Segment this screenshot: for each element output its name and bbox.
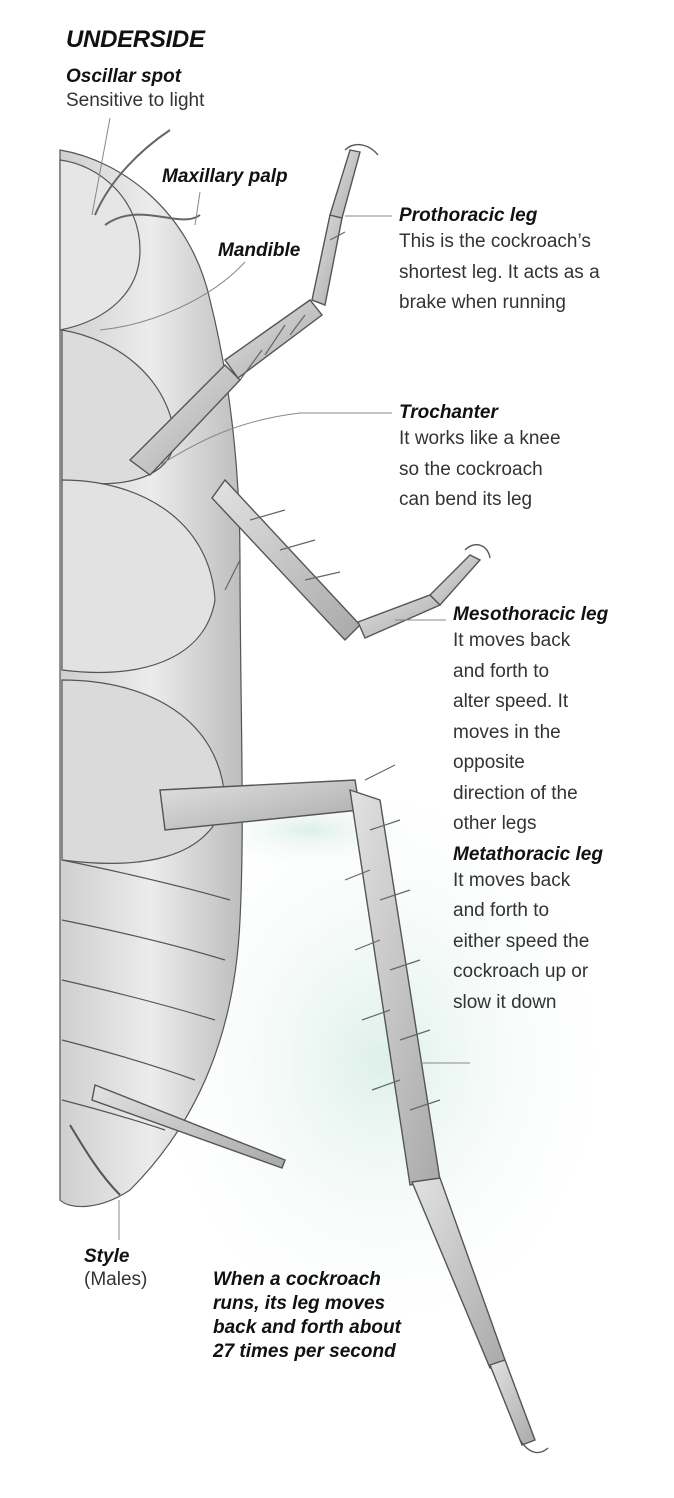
mesothoracic-leg-desc-6: direction of the bbox=[453, 782, 578, 804]
mesothoracic-leg-desc-5: opposite bbox=[453, 752, 525, 773]
trochanter-desc-3: can bend its leg bbox=[399, 489, 533, 510]
mandible-label: Mandible bbox=[218, 240, 301, 261]
metathoracic-leg-label: Metathoracic leg bbox=[453, 843, 603, 865]
mesothoracic-leg-desc-3: alter speed. It bbox=[453, 691, 569, 712]
antenna bbox=[94, 129, 201, 226]
metathoracic-leg-desc-2: and forth to bbox=[453, 900, 550, 921]
trochanter-desc-1: It works like a knee bbox=[399, 428, 561, 449]
mesothoracic-leg-desc-4: moves in the bbox=[453, 721, 561, 743]
page-title: UNDERSIDE bbox=[66, 26, 205, 53]
style-label: Style bbox=[84, 1246, 130, 1267]
prothoracic-leg-desc-1: This is the cockroach’s bbox=[399, 231, 591, 252]
trochanter-label: Trochanter bbox=[399, 402, 498, 423]
fact-line-2: runs, its leg moves bbox=[213, 1293, 386, 1314]
mesothoracic-leg-drawing bbox=[211, 478, 491, 642]
fact-line-1: When a cockroach bbox=[213, 1269, 381, 1290]
leg-spines bbox=[224, 231, 441, 1111]
fact-line-4: 27 times per second bbox=[213, 1341, 396, 1362]
trochanter-callout: Trochanter It works like a knee so the c… bbox=[399, 402, 561, 516]
prothoracic-leg-desc-3: brake when running bbox=[399, 292, 566, 313]
metathoracic-leg-desc-4: cockroach up or bbox=[453, 961, 589, 982]
mesothoracic-leg-callout: Mesothoracic leg It moves back and forth… bbox=[453, 604, 608, 1018]
oscillar-spot-callout: Oscillar spot Sensitive to light bbox=[66, 66, 204, 114]
prothoracic-leg-desc-2: shortest leg. It acts as a bbox=[399, 261, 600, 283]
mesothoracic-leg-label: Mesothoracic leg bbox=[453, 604, 609, 625]
prothoracic-leg-label: Prothoracic leg bbox=[399, 205, 538, 226]
metathoracic-leg-drawing bbox=[159, 779, 549, 1454]
metathoracic-leg-desc-5: slow it down bbox=[453, 991, 557, 1013]
fact-callout: When a cockroach runs, its leg moves bac… bbox=[213, 1268, 401, 1364]
metathoracic-leg-desc-3: either speed the bbox=[453, 930, 590, 952]
metathoracic-leg-desc-1: It moves back bbox=[453, 869, 571, 891]
mesothoracic-leg-desc-1: It moves back bbox=[453, 630, 571, 651]
prothoracic-leg-callout: Prothoracic leg This is the cockroach’s … bbox=[399, 205, 600, 319]
fact-line-3: back and forth about bbox=[213, 1317, 401, 1338]
mesothoracic-leg-desc-2: and forth to bbox=[453, 660, 550, 682]
leader-lines bbox=[91, 117, 470, 1240]
trochanter-desc-2: so the cockroach bbox=[399, 458, 543, 480]
oscillar-spot-label: Oscillar spot bbox=[66, 66, 182, 87]
maxillary-palp-label: Maxillary palp bbox=[162, 166, 288, 187]
body bbox=[59, 149, 243, 1208]
mesothoracic-leg-desc-7: other legs bbox=[453, 813, 537, 834]
style-callout: Style (Males) bbox=[84, 1246, 147, 1292]
style-desc: (Males) bbox=[84, 1269, 148, 1290]
cerci bbox=[69, 1084, 286, 1196]
oscillar-spot-desc: Sensitive to light bbox=[66, 90, 205, 111]
